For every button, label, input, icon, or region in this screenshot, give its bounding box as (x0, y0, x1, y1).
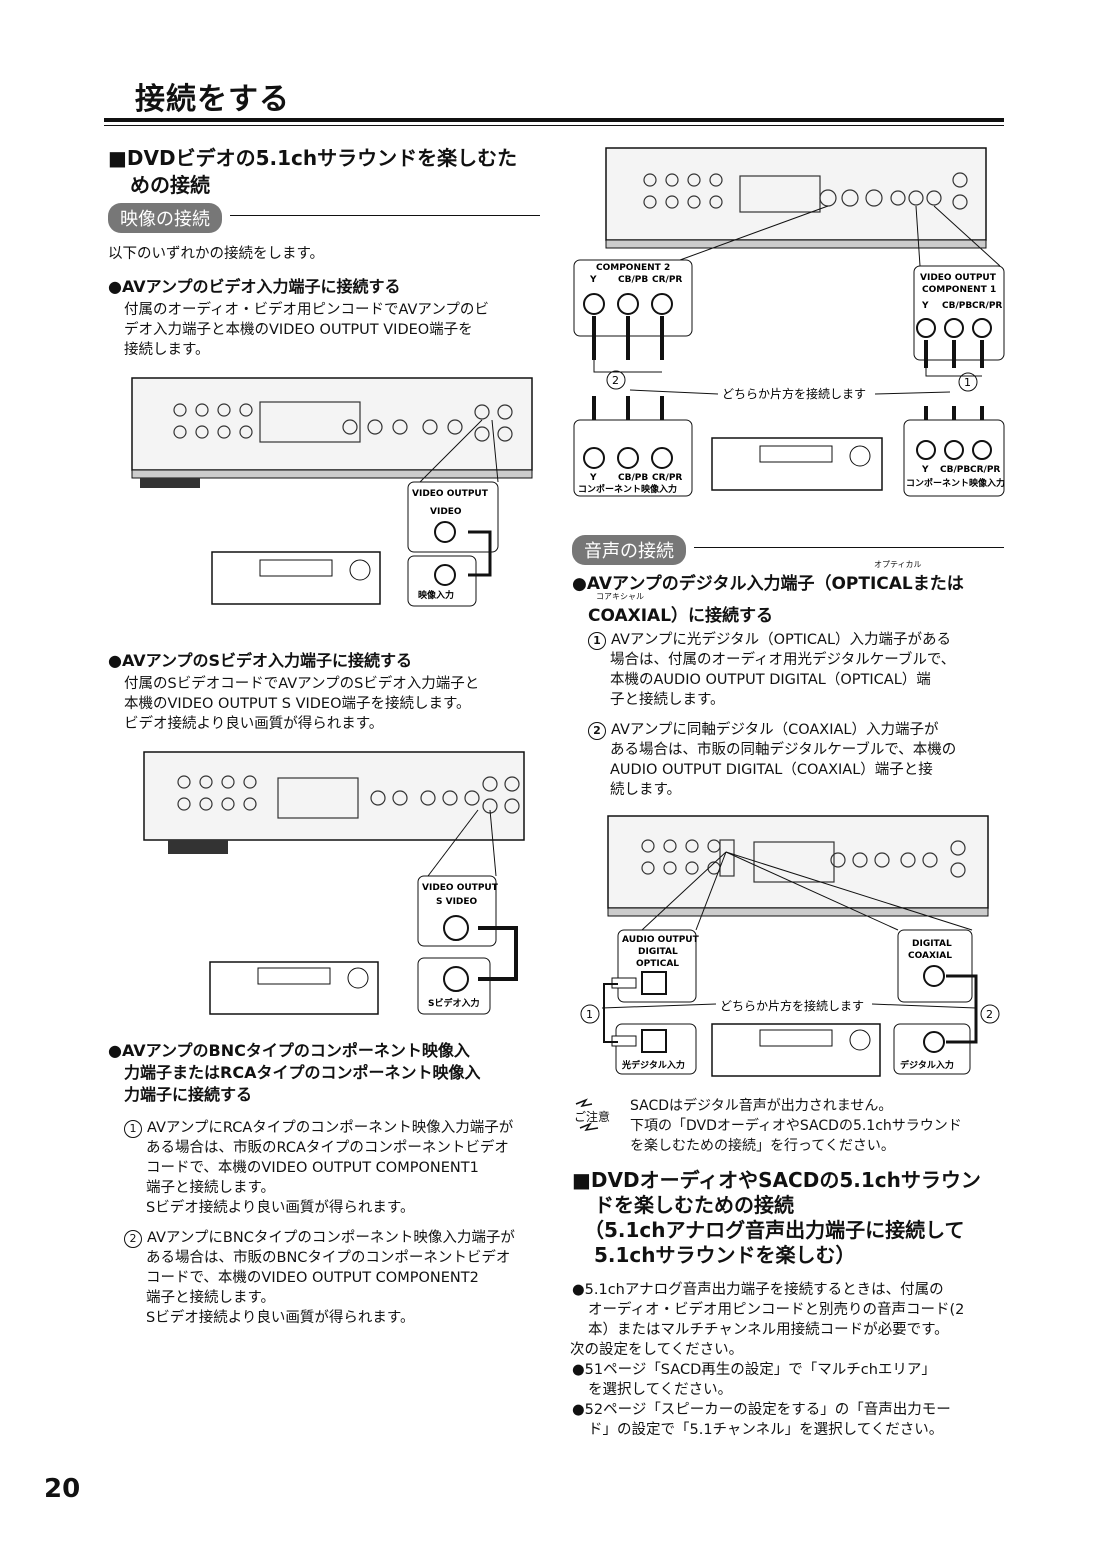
svg-text:1: 1 (964, 376, 971, 389)
label-video-output: VIDEO OUTPUT (412, 489, 489, 499)
svg-text:DIGITAL: DIGITAL (638, 947, 678, 957)
svg-text:CR/PR: CR/PR (652, 275, 682, 285)
svg-text:CR/PR: CR/PR (970, 465, 1000, 475)
svg-text:COAXIAL: COAXIAL (908, 951, 952, 961)
svg-text:Y: Y (921, 301, 929, 311)
svg-text:1: 1 (586, 1008, 593, 1021)
label-digital-input: デジタル入力 (900, 1059, 954, 1071)
ruby-coaxial: コアキシャル (596, 592, 644, 601)
svg-text:CB/PB: CB/PB (618, 473, 648, 483)
intro-text: 以下のいずれかの接続をします。 (108, 246, 325, 262)
bullet-heading-video: ●AVアンプのビデオ入力端子に接続する (108, 277, 401, 296)
bullet-heading-svideo: ●AVアンプのSビデオ入力端子に接続する (108, 651, 413, 670)
page-title: 接続をする (135, 82, 290, 117)
svg-text:CB/PB: CB/PB (618, 275, 648, 285)
svg-text:CR/PR: CR/PR (972, 301, 1002, 311)
either-note: どちらか片方を接続します (722, 386, 866, 401)
note-text: SACDはデジタル音声が出力されません。 下項の「DVDオーディオやSACDの5… (630, 1098, 962, 1154)
title-rule (104, 118, 1004, 122)
svg-text:CB/PB: CB/PB (942, 301, 972, 311)
pill-divider (230, 215, 540, 216)
svg-text:2: 2 (986, 1008, 993, 1021)
label-audio-output: AUDIO OUTPUT (622, 935, 700, 945)
analog-notes: ●5.1chアナログ音声出力端子を接続するときは、付属の オーディオ・ビデオ用ピ… (570, 1282, 965, 1438)
section-heading: ■DVDビデオの5.1chサラウンドを楽しむた めの接続 (108, 146, 518, 197)
bullet-heading-digital: ●AVアンプのデジタル入力端子（OPTICALまたは COAXIAL）に接続する (572, 574, 964, 626)
label-video-output-3: VIDEO OUTPUT (920, 273, 997, 283)
diagram-video-connection: VIDEO OUTPUT VIDEO 映像入力 (131, 377, 533, 607)
ruby-optical: オプティカル (874, 560, 922, 569)
label-component-input-left: コンポーネント映像入力 (578, 483, 677, 495)
svg-text:CR/PR: CR/PR (652, 473, 682, 483)
label-video-input: 映像入力 (418, 589, 454, 601)
label-svideo: S VIDEO (436, 897, 478, 907)
pill-divider-audio (694, 547, 1004, 548)
label-video-output-2: VIDEO OUTPUT (422, 883, 499, 893)
video-connection-pill: 映像の接続 (108, 203, 222, 233)
page-number: 20 (44, 1474, 81, 1504)
either-note-2: どちらか片方を接続します (720, 998, 864, 1013)
svg-text:Y: Y (589, 275, 597, 285)
label-component1: COMPONENT 1 (922, 285, 996, 295)
diagram-digital-audio-connection: AUDIO OUTPUT DIGITAL OPTICAL DIGITAL COA… (580, 815, 1000, 1077)
section-heading-2: ■DVDオーディオやSACDの5.1chサラウン ドを楽しむための接続 （5.1… (572, 1168, 981, 1267)
label-svideo-input: Sビデオ入力 (428, 997, 479, 1009)
diagram-svideo-connection: VIDEO OUTPUT S VIDEO Sビデオ入力 (143, 751, 525, 1015)
bullet-heading-component: ●AVアンプのBNCタイプのコンポーネント映像入 力端子またはRCAタイプのコン… (108, 1041, 481, 1104)
diagram-component-connection: COMPONENT 2 Y CB/PB CR/PR VIDEO OUTPUT C… (573, 147, 1005, 497)
bullet-body-video: 付属のオーディオ・ビデオ用ピンコードでAVアンプのビ デオ入力端子と本機のVID… (124, 302, 489, 358)
caution-icon (575, 1098, 599, 1132)
note-label: ご注意 (574, 1110, 611, 1124)
svg-text:Y: Y (589, 473, 597, 483)
label-component-input-right: コンポーネント映像入力 (906, 477, 1005, 489)
svg-text:2: 2 (612, 374, 619, 387)
bullet-body-svideo: 付属のSビデオコードでAVアンプのSビデオ入力端子と 本機のVIDEO OUTP… (124, 676, 480, 732)
audio-connection-pill: 音声の接続 (572, 535, 686, 565)
title-rule-thin (104, 125, 1004, 126)
svg-text:Y: Y (921, 465, 929, 475)
svg-text:DIGITAL: DIGITAL (912, 939, 952, 949)
svg-text:CB/PB: CB/PB (940, 465, 970, 475)
svg-text:OPTICAL: OPTICAL (636, 959, 679, 969)
label-optical-input: 光デジタル入力 (621, 1059, 685, 1071)
label-component2: COMPONENT 2 (596, 263, 670, 273)
label-video: VIDEO (430, 507, 462, 517)
